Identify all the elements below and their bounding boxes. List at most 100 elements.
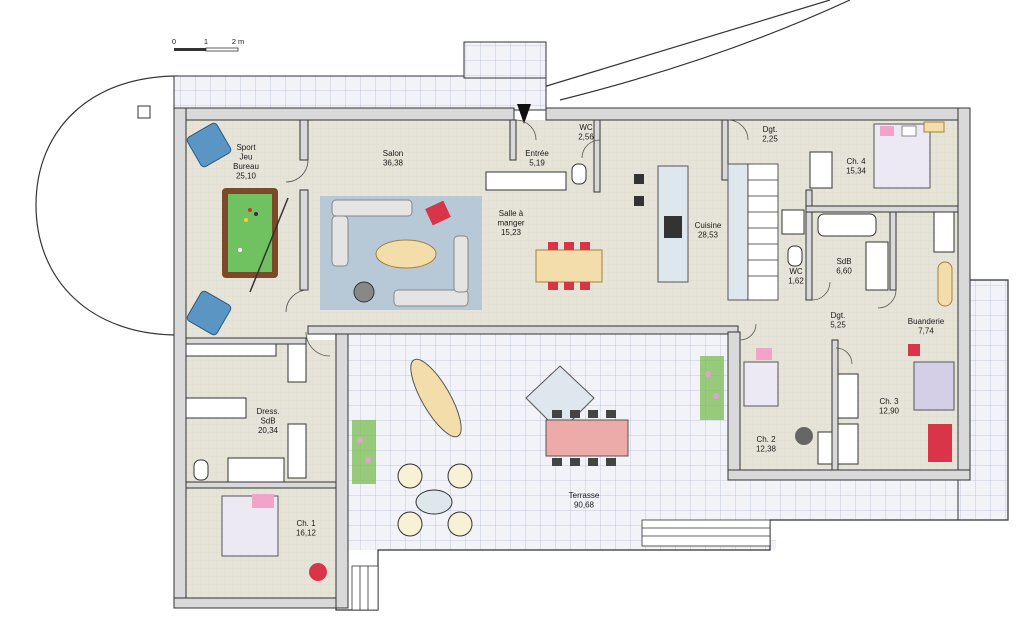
room-label-line: 7,74 <box>918 327 934 336</box>
room-label-line: Buanderie <box>908 317 945 326</box>
garden-curve <box>35 75 179 336</box>
garden-light <box>137 105 151 119</box>
driveway-curve-inner <box>559 0 851 101</box>
room-label-line: 6,60 <box>836 267 852 276</box>
bathtub <box>817 213 877 237</box>
armchair-sport-top <box>186 122 232 168</box>
staircase <box>747 163 779 301</box>
dress-wardrobe <box>185 343 277 357</box>
dress-shelf-2 <box>287 423 307 479</box>
room-label-line: Dgt. <box>763 125 778 134</box>
room-label-line: 2,25 <box>762 135 778 144</box>
deck-chair <box>410 358 462 438</box>
room-label-line: 25,10 <box>236 172 257 181</box>
planter-left <box>352 420 376 484</box>
room-label-line: 15,23 <box>501 228 522 237</box>
pool-table <box>222 188 289 293</box>
bed-ch3 <box>913 361 955 411</box>
cooktop <box>664 216 682 238</box>
dress-shelf <box>287 343 307 383</box>
dress-shower <box>227 457 285 483</box>
room-label-line: WC <box>789 267 803 276</box>
armchair-sport-bottom <box>186 290 232 336</box>
doors <box>285 119 897 365</box>
shoe-cabinet <box>485 171 567 191</box>
desk-chair-ch2 <box>795 427 813 445</box>
ironing-board <box>937 261 953 307</box>
room-label-line: Sport <box>236 143 256 152</box>
planter-right <box>700 356 724 420</box>
room-label-dgt2: Dgt.5,25 <box>830 311 846 330</box>
room-label-line: Bureau <box>233 162 259 171</box>
room-label-line: 2,56 <box>578 133 594 142</box>
wardrobe-ch2 <box>837 373 859 419</box>
scale-label-0: 0 <box>172 37 176 46</box>
terrace-tiles <box>173 41 1009 611</box>
room-label-line: Dress. <box>256 407 279 416</box>
lounge-set <box>397 463 473 537</box>
room-label-dgt1: Dgt.2,25 <box>762 125 778 144</box>
room-label-line: 16,12 <box>296 529 317 538</box>
desk-ch3 <box>928 424 952 462</box>
room-label-line: SdB <box>260 417 275 426</box>
room-label-line: Salon <box>383 149 403 158</box>
room-label-line: manger <box>497 219 524 228</box>
room-label-line: Ch. 2 <box>756 435 776 444</box>
bar-stool-1 <box>634 174 644 184</box>
toilet-2 <box>787 245 803 267</box>
red-chair-ch1 <box>309 563 327 581</box>
laundry-appliances <box>933 211 955 253</box>
room-label-line: Cuisine <box>695 221 722 230</box>
driveway-curve <box>539 0 831 89</box>
terrace-steps <box>351 519 771 611</box>
room-label-line: Ch. 4 <box>846 157 866 166</box>
sofa <box>331 199 469 307</box>
scale-label-1: 1 <box>204 37 208 46</box>
entrance-arrow <box>517 104 531 124</box>
room-label-line: 12,90 <box>879 407 900 416</box>
room-label-line: Terrasse <box>569 491 600 500</box>
red-pouf <box>425 200 451 226</box>
room-label-line: 20,34 <box>258 426 279 435</box>
scale-bar: 0 1 2 m <box>172 37 245 52</box>
room-label-line: Ch. 1 <box>296 519 316 528</box>
pillow-ch2 <box>756 348 772 360</box>
desk-ch2 <box>817 431 833 465</box>
room-label-line: Entrée <box>525 149 549 158</box>
wardrobe-ch3 <box>837 423 859 465</box>
room-label-line: 12,38 <box>756 445 777 454</box>
double-vanity <box>865 241 889 291</box>
bed-ch4 <box>873 121 945 189</box>
dress-vanity <box>185 397 247 419</box>
room-label-line: Salle à <box>499 209 524 218</box>
scale-label-2: 2 m <box>232 37 245 46</box>
room-label-line: 5,19 <box>529 159 545 168</box>
room-label-line: WC <box>579 123 593 132</box>
room-label-line: 15,34 <box>846 167 867 176</box>
room-label-line: 1,62 <box>788 277 804 286</box>
wardrobe-ch4 <box>809 151 833 189</box>
kitchen-counter <box>727 163 749 301</box>
bed-ch1 <box>221 494 279 557</box>
room-label-line: SdB <box>836 257 851 266</box>
room-label-line: 36,38 <box>383 159 404 168</box>
toilet-3 <box>193 459 209 481</box>
room-label-line: 5,25 <box>830 321 846 330</box>
terrace-dining-table <box>545 410 629 466</box>
room-label-line: 90,68 <box>574 501 595 510</box>
toilet-1 <box>571 163 587 185</box>
room-label-line: Dgt. <box>831 311 846 320</box>
bar-stool-2 <box>634 196 644 206</box>
